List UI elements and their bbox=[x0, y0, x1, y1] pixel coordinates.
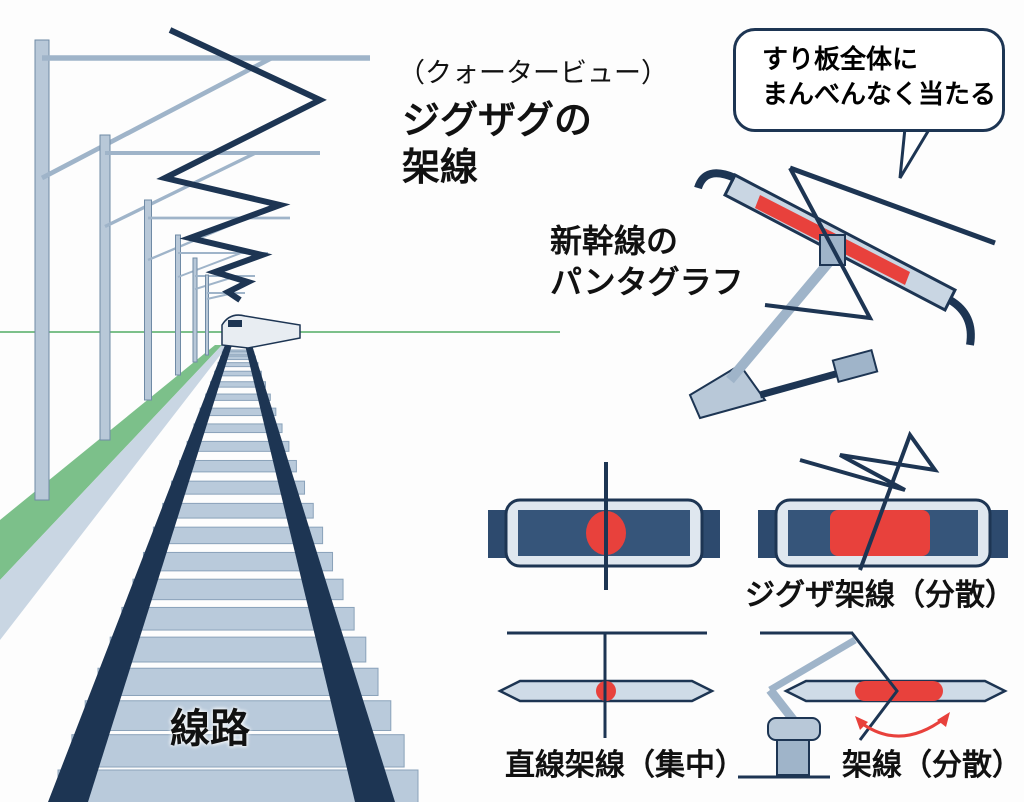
zigzag-wire-side-view bbox=[738, 631, 1008, 779]
pole bbox=[34, 39, 50, 501]
pole bbox=[99, 134, 111, 441]
bubble-tail bbox=[898, 126, 933, 179]
pole bbox=[205, 274, 209, 356]
view-note: （クォータービュー） bbox=[398, 58, 668, 89]
pantograph-label-1: 新幹線の bbox=[550, 222, 679, 260]
embankment bbox=[0, 345, 228, 640]
straight-wire-top-view bbox=[488, 462, 720, 590]
dispersed-label: 架線（分散） bbox=[842, 748, 1022, 783]
pantograph bbox=[688, 165, 996, 420]
train bbox=[221, 314, 301, 349]
pole bbox=[192, 257, 198, 363]
track bbox=[48, 345, 419, 802]
straight-wire-side-view bbox=[497, 631, 715, 738]
left-rail bbox=[48, 345, 232, 802]
pole-brace bbox=[104, 151, 257, 228]
pole-brace bbox=[40, 55, 273, 181]
catenary-poles bbox=[34, 39, 370, 501]
title-line-1: ジグザグの bbox=[402, 98, 593, 142]
pole bbox=[144, 199, 152, 401]
right-rail bbox=[245, 345, 395, 802]
bubble-line-1: すり板全体に bbox=[762, 45, 919, 75]
pole-brace bbox=[177, 252, 242, 278]
track-label: 線路 bbox=[170, 706, 250, 752]
zigzag-contact-wire bbox=[156, 27, 327, 303]
pantograph-label-2: パンタグラフ bbox=[550, 263, 744, 301]
zigzag-label: ジグザ架線（分散） bbox=[745, 578, 1015, 613]
bubble-line-2: まんべんなく当たる bbox=[762, 80, 997, 111]
speech-bubble: すり板全体に まんべんなく当たる bbox=[733, 28, 1005, 132]
pole bbox=[175, 234, 181, 376]
straight-label: 直線架線（集中） bbox=[505, 748, 745, 783]
zigzag-wire-top-view bbox=[758, 430, 1008, 571]
title-line-2: 架線 bbox=[402, 145, 479, 189]
